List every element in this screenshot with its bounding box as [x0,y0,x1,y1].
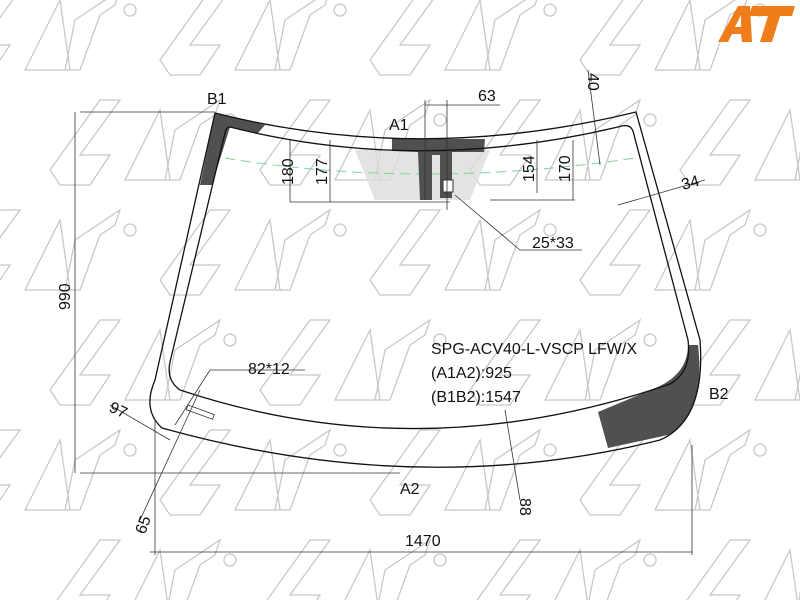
watermark-tile [159,208,347,296]
watermark-tile [0,428,137,511]
ceramic-b1-corner [200,113,265,185]
glass-outer-edge [149,111,702,468]
watermark-tile [259,318,447,406]
b1b2-length: (B1B2):1547 [431,389,521,406]
watermark-tile [56,538,237,600]
dim-vin: 82*12 [248,361,290,378]
label-b1: B1 [207,91,227,108]
watermark-tile [369,0,557,76]
watermark-tile [686,539,800,600]
watermark-tile [159,428,347,516]
label-a1: A1 [389,117,409,134]
at-logo [718,6,795,42]
dim-34: 34 [680,173,702,194]
watermark-tile [49,318,237,406]
watermark-tile [0,0,137,71]
dim-88: 88 [516,498,533,516]
dimension-lines [74,69,706,555]
watermark-tile [679,319,800,406]
label-a2: A2 [400,481,420,498]
dim-170: 170 [557,155,574,182]
watermark-tile [679,99,800,186]
a1a2-length: (A1A2):925 [431,365,512,382]
dim-990: 990 [57,283,74,310]
part-code: SPG-ACV40-L-VSCP LFW/X [431,341,637,358]
watermark-tile [159,0,347,76]
watermark-tile [369,428,557,516]
dim-1470: 1470 [405,533,441,550]
watermark-tile [579,208,767,296]
dim-65: 65 [133,514,155,537]
watermark-tile [469,98,657,186]
dim-63: 63 [478,88,496,105]
dim-97: 97 [106,399,129,422]
watermark-tile [49,98,237,186]
watermark-tile [369,208,557,296]
dim-40: 40 [584,73,601,91]
ceramic-b2-corner [598,345,700,448]
dim-180: 180 [280,158,297,185]
watermark-tile [476,538,657,600]
watermark-tile [469,318,657,406]
dim-sensor: 25*33 [532,235,574,252]
glass-inner-edge [168,124,690,430]
label-b2: B2 [709,386,729,403]
dim-154: 154 [521,155,538,182]
watermark-tile [266,538,447,600]
watermark-tile [0,208,137,291]
sensor-window [442,179,454,193]
dim-177: 177 [314,158,331,185]
